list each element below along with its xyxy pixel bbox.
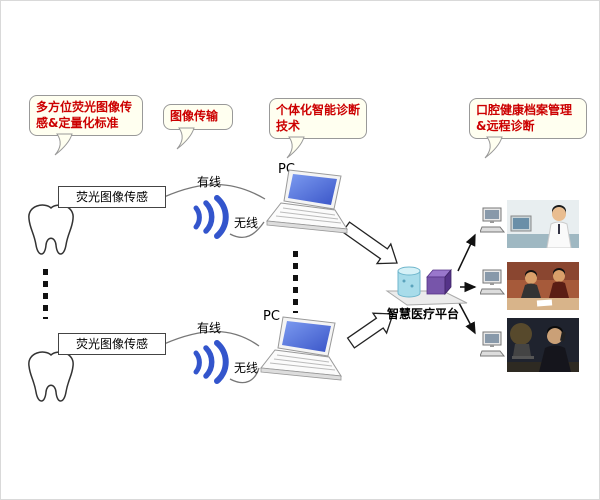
sensor-label: 荧光图像传感 — [75, 337, 148, 351]
wireless-signal-icon — [193, 195, 229, 239]
desktop-computer-icon — [480, 207, 506, 233]
callout-intelligent-diagnosis: 个体化智能诊断技术 — [269, 98, 367, 159]
pc-label: PC — [263, 309, 280, 324]
medical-platform-icon — [385, 266, 468, 306]
wired-label: 有线 — [197, 175, 222, 189]
callout-image-transmission: 图像传输 — [163, 104, 233, 149]
callout-tail — [54, 133, 73, 156]
laptop-icon — [266, 169, 348, 234]
callout-label: 多方位荧光图像传感&定量化标准 — [36, 100, 133, 130]
dotted-divider-left — [43, 269, 48, 319]
wired-label: 有线 — [197, 321, 222, 335]
sensor-box: 荧光图像传感 — [58, 333, 166, 355]
phone-consult-photo — [507, 318, 579, 372]
desktop-computer-icon — [480, 269, 506, 295]
callout-label: 个体化智能诊断技术 — [276, 103, 361, 133]
sensor-box: 荧光图像传感 — [58, 186, 166, 208]
tooth-icon — [28, 351, 74, 402]
tooth-icon — [28, 204, 74, 255]
callout-label: 口腔健康档案管理&远程诊断 — [476, 103, 573, 133]
callout-tail — [176, 127, 195, 149]
platform-label: 智慧医疗平台 — [386, 307, 459, 321]
wireless-label: 无线 — [234, 216, 259, 230]
laptop-icon — [260, 316, 342, 381]
remote-doctor-photo — [507, 200, 579, 248]
office-consult-photo — [507, 262, 579, 310]
callout-tail — [484, 136, 503, 159]
callout-health-records: 口腔健康档案管理&远程诊断 — [469, 98, 587, 159]
callout-fluorescence-standard: 多方位荧光图像传感&定量化标准 — [29, 95, 143, 156]
callout-label: 图像传输 — [170, 109, 219, 123]
desktop-computer-icon — [480, 331, 506, 357]
callout-tail — [286, 136, 305, 159]
dotted-divider-middle — [293, 251, 298, 313]
sensor-label: 荧光图像传感 — [75, 190, 148, 204]
wireless-label: 无线 — [234, 361, 259, 375]
wireless-signal-icon — [193, 340, 229, 384]
